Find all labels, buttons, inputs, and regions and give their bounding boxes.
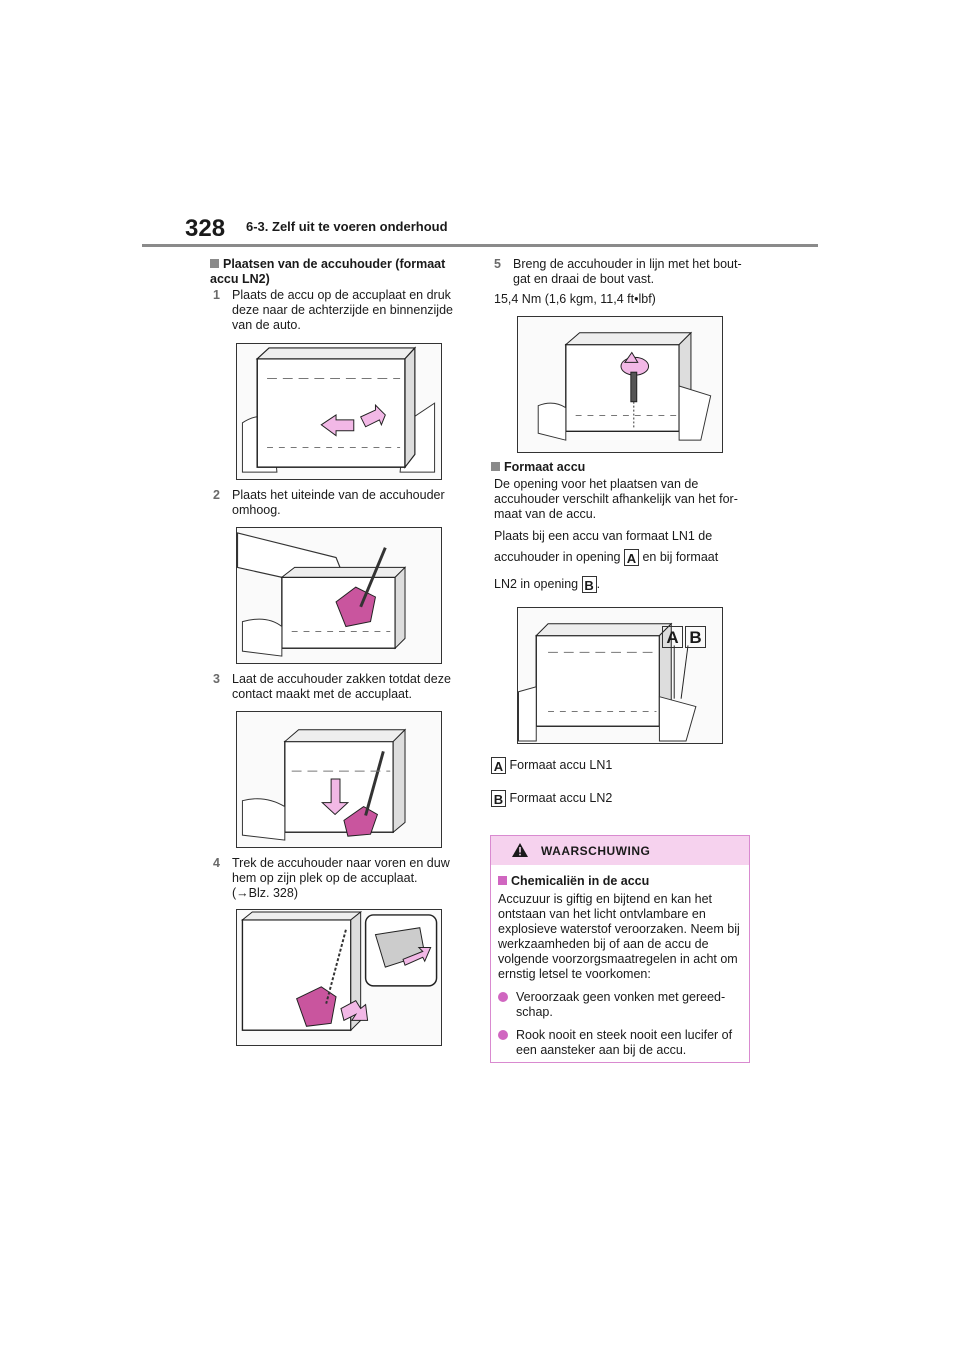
step-text: Breng de accuhouder in lijn met het bout… <box>513 257 742 286</box>
figure-label-a: A <box>662 626 683 648</box>
figure-bolt-tighten <box>517 316 723 453</box>
opening-instruction-line2: accuhouder in opening A en bij formaat <box>494 549 719 566</box>
step-3: 3 Laat de accuhouder zakken totdat deze … <box>213 672 463 704</box>
label-b: B <box>581 576 597 593</box>
legend-label-b: B <box>491 790 506 807</box>
step-4: 4 Trek de accuhouder naar voren en duw h… <box>213 856 463 904</box>
battery-size-paragraph: De opening voor het plaatsen van de accu… <box>494 477 738 521</box>
page-reference: (→Blz. 328) <box>232 886 298 900</box>
figure-openings-ab: A B <box>517 607 723 744</box>
holder-lower-illustration <box>241 728 407 841</box>
step-5: 5 Breng de accuhouder in lijn met het bo… <box>494 257 752 289</box>
square-bullet-icon <box>498 876 507 885</box>
warning-bullet-1: Veroorzaak geen vonken met gereed­schap. <box>498 990 746 1020</box>
square-bullet-icon <box>491 462 500 471</box>
step-number: 5 <box>494 257 501 271</box>
warning-box: WAARSCHUWING Chemicaliën in de accu Accu… <box>490 835 750 1063</box>
left-heading: Plaatsen van de accuhouder (formaat accu… <box>210 257 446 286</box>
warning-bullet-2: Rook nooit en steek nooit een lucifer of… <box>498 1028 746 1058</box>
warning-header: WAARSCHUWING <box>491 836 749 865</box>
battery-push-illustration <box>241 346 436 473</box>
step-text: Trek de accuhouder naar voren en duw hem… <box>232 856 450 900</box>
warning-triangle-icon <box>512 843 528 857</box>
page-number: 328 <box>185 215 226 242</box>
warning-heading: Chemicaliën in de accu <box>498 874 746 889</box>
holder-raise-illustration <box>237 532 407 657</box>
square-bullet-icon <box>210 259 219 268</box>
holder-pull-illustration <box>241 910 438 1032</box>
figure-label-b: B <box>685 626 706 648</box>
step-text: Laat de accuhouder zakken totdat deze co… <box>232 672 451 701</box>
step-text: Plaats de accu op de accuplaat en druk d… <box>232 288 453 332</box>
warning-paragraph: Accuzuur is giftig en bijtend en kan het… <box>498 892 740 981</box>
legend-a: A Formaat accu LN1 <box>491 757 751 774</box>
step-1: 1 Plaats de accu op de accuplaat en druk… <box>213 288 463 336</box>
header-rule <box>142 244 818 247</box>
right-heading: Formaat accu <box>491 460 751 475</box>
openings-ab-illustration <box>518 622 697 742</box>
figure-holder-lower <box>236 711 442 848</box>
figure-battery-push <box>236 343 442 480</box>
step-number: 2 <box>213 488 220 502</box>
warning-title: WAARSCHUWING <box>541 844 651 858</box>
torque-spec: 15,4 Nm (1,6 kgm, 11,4 ft•lbf) <box>494 292 656 306</box>
bolt-tighten-illustration <box>537 331 712 441</box>
step-number: 3 <box>213 672 220 686</box>
round-bullet-icon <box>498 992 508 1002</box>
round-bullet-icon <box>498 1030 508 1040</box>
warning-body: Chemicaliën in de accu Accuzuur is gifti… <box>498 874 746 1058</box>
label-a: A <box>623 549 639 566</box>
opening-instruction-line3: LN2 in opening B. <box>494 576 601 593</box>
step-text: Plaats het uiteinde van de accuhouder om… <box>232 488 445 517</box>
step-number: 4 <box>213 856 220 870</box>
step-number: 1 <box>213 288 220 302</box>
section-title: 6-3. Zelf uit te voeren onderhoud <box>246 219 448 234</box>
opening-instruction-line1: Plaats bij een accu van formaat LN1 de <box>494 529 713 543</box>
figure-holder-raise <box>236 527 442 664</box>
legend-b: B Formaat accu LN2 <box>491 790 751 807</box>
figure-holder-pull <box>236 909 442 1046</box>
step-2: 2 Plaats het uiteinde van de accuhouder … <box>213 488 463 520</box>
legend-label-a: A <box>491 757 506 774</box>
